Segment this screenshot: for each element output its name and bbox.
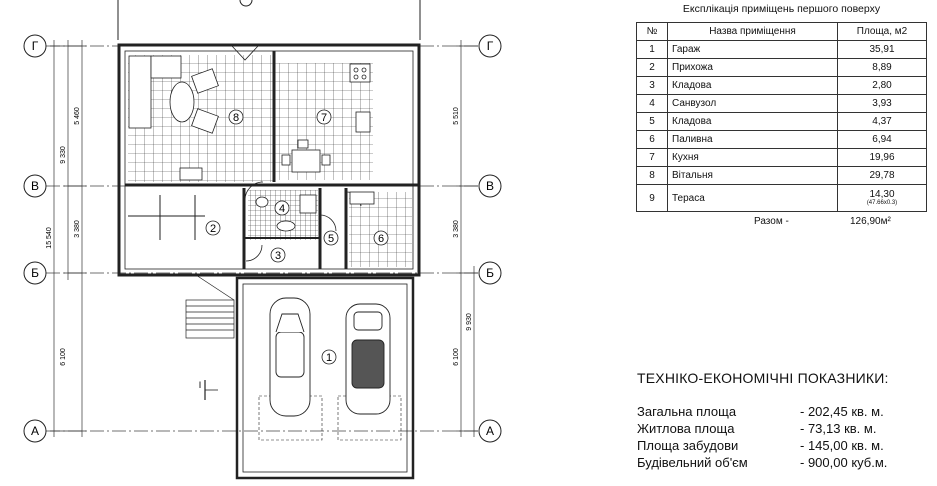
- stairs: [185, 274, 235, 339]
- table-row: 5 Кладова 4,37: [636, 112, 927, 131]
- svg-text:В: В: [486, 179, 494, 193]
- dim-left-2: 3 380: [74, 220, 81, 238]
- axis-marker-v-right: В: [478, 174, 502, 198]
- tep-label: Будівельний об'єм: [637, 455, 748, 470]
- total-label: Разом -: [754, 216, 789, 227]
- dim-right-1: 5 510: [453, 107, 460, 125]
- svg-text:I: I: [199, 380, 202, 390]
- dim-left-upper: 9 330: [60, 146, 67, 164]
- dim-left-3: 6 100: [60, 348, 67, 366]
- table-row: 2 Прихожа 8,89: [636, 58, 927, 77]
- svg-text:Г: Г: [487, 39, 494, 53]
- section-mark: I: [199, 380, 218, 400]
- tep-row: Площа забудови - 145,00 кв. м.: [637, 438, 927, 455]
- svg-text:Б: Б: [31, 266, 39, 280]
- hall-floor: [128, 190, 243, 270]
- total-value: 126,90м²: [850, 216, 891, 227]
- table-row: 3 Кладова 2,80: [636, 76, 927, 95]
- axis-marker-b-right: Б: [478, 261, 502, 285]
- table-row: 1 Гараж 35,91: [636, 40, 927, 59]
- axis-marker-a-right: А: [478, 419, 502, 443]
- rooms-table: № Назва приміщення Площа, м2 1 Гараж 35,…: [636, 22, 927, 212]
- axis-marker-a-left: А: [23, 419, 47, 443]
- svg-text:4: 4: [279, 203, 285, 215]
- svg-text:3: 3: [275, 250, 281, 262]
- axis-marker-g-right: Г: [478, 34, 502, 58]
- svg-text:Б: Б: [486, 266, 494, 280]
- axis-markers: Г Г В В Б Б А А: [23, 34, 502, 443]
- axis-marker-b-left: Б: [23, 261, 47, 285]
- tep-row: Загальна площа - 202,45 кв. м.: [637, 404, 927, 421]
- boiler-tiles: [349, 192, 412, 267]
- table-row: 4 Санвузол 3,93: [636, 94, 927, 113]
- tep-row: Будівельний об'єм - 900,00 куб.м.: [637, 455, 927, 472]
- svg-text:А: А: [486, 424, 494, 438]
- tep-value: - 900,00 куб.м.: [800, 455, 888, 470]
- room-number-1: 1: [321, 349, 337, 365]
- tep-value: - 73,13 кв. м.: [800, 421, 877, 436]
- col-name: Назва приміщення: [667, 22, 838, 41]
- col-area: Площа, м2: [837, 22, 927, 41]
- svg-text:А: А: [31, 424, 39, 438]
- tep-title: ТЕХНІКО-ЕКОНОМІЧНІ ПОКАЗНИКИ:: [637, 370, 889, 386]
- kitchen-furniture: [281, 63, 371, 173]
- room-number-5: 5: [323, 230, 339, 246]
- room-number-6: 6: [373, 230, 389, 246]
- tep-value: - 145,00 кв. м.: [800, 438, 884, 453]
- room-number-2: 2: [205, 220, 221, 236]
- floor-plan-drawing: Г Г В В Б Б А А: [23, 0, 502, 480]
- svg-text:8: 8: [233, 112, 239, 124]
- axis-marker-v-left: В: [23, 174, 47, 198]
- dimension-lines-left: [50, 40, 86, 437]
- rooms-table-header: № Назва приміщення Площа, м2: [636, 22, 927, 41]
- svg-text:7: 7: [321, 112, 327, 124]
- svg-text:5: 5: [328, 233, 334, 245]
- tep-label: Площа забудови: [637, 438, 739, 453]
- table-row: 7 Кухня 19,96: [636, 148, 927, 167]
- svg-text:6: 6: [378, 233, 384, 245]
- room-number-8: 8: [228, 109, 244, 125]
- tep-row: Житлова площа - 73,13 кв. м.: [637, 421, 927, 438]
- dim-left-1: 5 460: [74, 107, 81, 125]
- svg-text:Г: Г: [32, 39, 39, 53]
- tep-label: Житлова площа: [637, 421, 735, 436]
- room-number-markers: 1 2 3 4 5 6 7 8: [205, 109, 389, 365]
- car-left-icon: [269, 297, 311, 417]
- explication-title: Експлікація приміщень першого поверху: [682, 3, 881, 15]
- room-number-4: 4: [274, 200, 290, 216]
- axis-marker-g-left: Г: [23, 34, 47, 58]
- svg-text:2: 2: [210, 223, 216, 235]
- dim-right-2: 3 380: [453, 220, 460, 238]
- svg-text:В: В: [31, 179, 39, 193]
- col-no: №: [636, 22, 668, 41]
- tep-value: - 202,45 кв. м.: [800, 404, 884, 419]
- dim-right-lower: 9 930: [466, 313, 473, 331]
- room-number-3: 3: [270, 247, 286, 263]
- svg-text:1: 1: [326, 352, 332, 364]
- dim-left-overall: 15 540: [46, 227, 53, 249]
- dim-right-3: 6 100: [453, 348, 460, 366]
- car-right-icon: [345, 303, 391, 415]
- tep-label: Загальна площа: [637, 404, 737, 419]
- area-value: 14,30: [869, 188, 895, 200]
- room-number-7: 7: [316, 109, 332, 125]
- walls: [117, 43, 421, 277]
- table-row: 6 Паливна 6,94: [636, 130, 927, 149]
- dimension-lines-right: [456, 40, 478, 437]
- living-furniture: [128, 55, 219, 181]
- bathroom-fixtures: [255, 191, 375, 232]
- table-row: 9 Тераса 14,30 (47.66х0.3): [636, 184, 927, 212]
- table-row: 8 Вітальня 29,78: [636, 166, 927, 185]
- top-walls: [117, 0, 421, 40]
- area-note: (47.66х0.3): [866, 199, 898, 206]
